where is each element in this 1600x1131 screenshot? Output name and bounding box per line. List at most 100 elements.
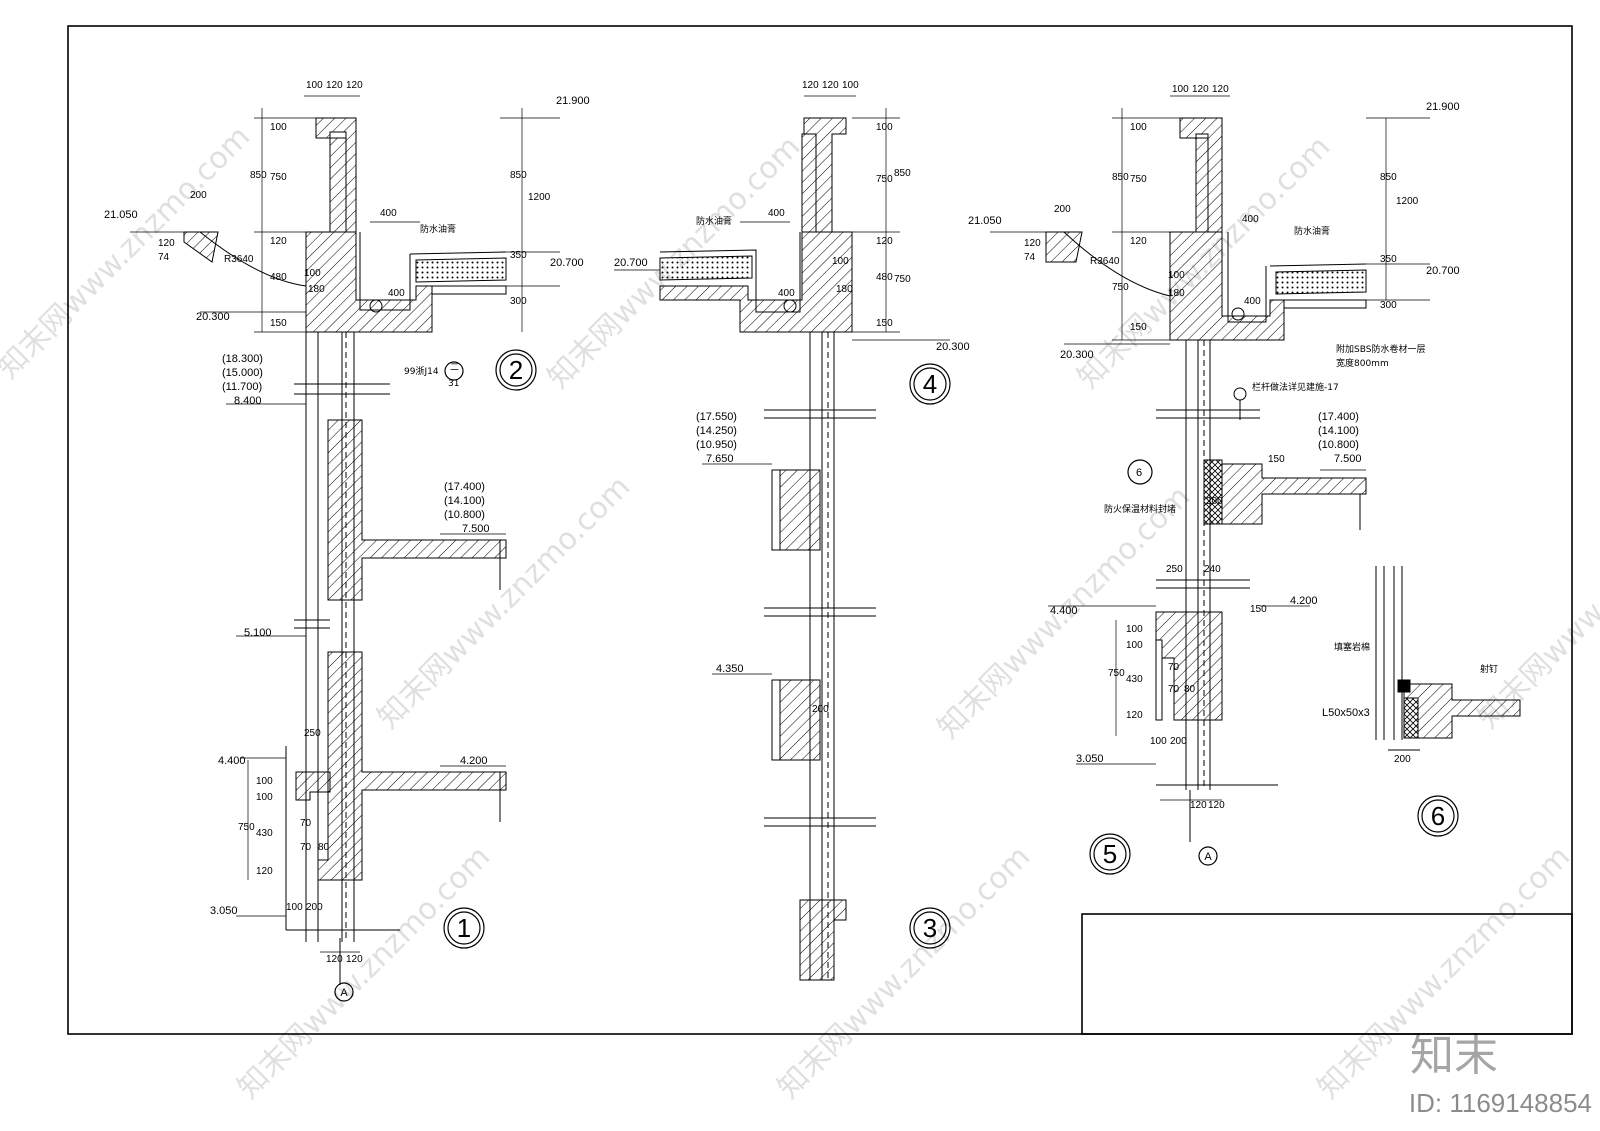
dimension-value: 480 [270,272,287,283]
dimension-value: 200 [1054,204,1071,215]
dimension-value: 150 [270,318,287,329]
dimension-value: 80 [318,842,330,853]
dimension-value: 150 [1130,322,1147,333]
dimension-value: 400 [388,288,405,299]
detail-6-joint [1375,566,1521,751]
dimension-value: 150 [1268,454,1285,465]
dimension-value: 120 [326,80,343,91]
elevation-label: 3.050 [1076,753,1104,765]
dimension-value: 850 [510,170,527,181]
sheet-border [67,25,1573,1035]
dimension-value: 750 [238,822,255,833]
elevation-label: 20.300 [936,341,970,353]
dimension-value: 850 [250,170,267,181]
detail-3-label: 3 [923,913,937,943]
note-text: 99浙J14 [404,365,439,377]
elevation-label: (10.950) [696,439,737,451]
dimension-value: 750 [1108,668,1125,679]
dimension-value: 350 [1380,254,1397,265]
dimension-value: 120 [346,954,363,965]
watermark: 知末网www.znzmo.com [231,839,497,1105]
elevation-label: 7.650 [706,453,734,465]
note-text: 附加SBS防水卷材一层 [1336,343,1425,355]
brand-logo: 知末 [1410,1030,1498,1081]
dimension-value: 250 [304,728,321,739]
elevation-label: 20.300 [196,311,230,323]
watermark: 知末网www.znzmo.com [371,469,637,735]
note-text: 填塞岩棉 [1334,641,1370,653]
dimension-value: 200 [306,902,323,913]
dimension-value: R3640 [224,254,254,265]
dimension-value: 400 [778,288,795,299]
dimension-value: 100 [1126,624,1143,635]
dimension-value: 300 [1380,300,1397,311]
dimension-value: 150 [876,318,893,329]
dimension-value: R3640 [1090,256,1120,267]
dimension-value: 70 [300,818,312,829]
dimension-value: 100 [306,80,323,91]
dimension-value: 480 [876,272,893,283]
elevation-label: 4.200 [1290,595,1318,607]
dimension-value: 120 [326,954,343,965]
dimension-value: 120 [876,236,893,247]
watermark: 知末网www.znzmo.com [1471,469,1600,735]
title-block [1081,913,1573,1035]
detail-4-label: 4 [923,369,937,399]
dimension-value: 120 [1192,84,1209,95]
note-text: 射钉 [1480,663,1498,675]
detail-5-wall-section [1045,117,1367,842]
dimension-value: 100 [1172,84,1189,95]
dimension-value: 100 [1168,270,1185,281]
dimension-value: 70 [300,842,312,853]
dimension-value: 80 [1184,684,1196,695]
note-text: 31 [448,379,459,389]
elevation-label: 20.700 [614,257,648,269]
elevation-label: (17.400) [1318,411,1359,423]
dimension-value: 100 [876,122,893,133]
dimension-value: 100 [842,80,859,91]
dimension-value: 400 [1242,214,1259,225]
dimension-value: 430 [256,828,273,839]
elevation-label: 3.050 [210,905,238,917]
dimension-value: 200 [190,190,207,201]
detail-1-2-wall-section [183,117,507,985]
dimension-value: 200 [1170,736,1187,747]
elevation-label: 21.050 [968,215,1002,227]
dimension-value: 120 [822,80,839,91]
dimension-value: 70 [1168,684,1180,695]
detail-1-label: 1 [457,913,471,943]
dimension-value: 100 [304,268,321,279]
dimension-value: 300 [510,296,527,307]
dimension-value: 120 [1130,236,1147,247]
dimension-value: 100 [1150,736,1167,747]
elevation-label: (11.700) [222,381,262,393]
dimension-value: 100 [256,776,273,787]
dimension-value: 180 [308,284,325,295]
dimension-value: 74 [158,252,170,263]
dimension-value: 850 [1112,172,1129,183]
dimension-value: 120 [1208,800,1225,811]
detail-callouts [334,349,1459,1002]
elevation-label: 21.900 [556,95,590,107]
elevation-label: 7.500 [462,523,490,535]
dimension-value: 120 [1190,800,1207,811]
elevation-label: 21.900 [1426,101,1460,113]
note-text: 二 [450,363,459,373]
dimension-value: 750 [1130,174,1147,185]
note-text: 宽度800mm [1336,357,1389,369]
elevation-label: 4.400 [1050,605,1078,617]
dimension-value: 750 [876,174,893,185]
dimension-value: 200 [1206,496,1223,507]
dimension-value: 750 [894,274,911,285]
elevation-label: (15.000) [222,367,263,379]
note-text: 防水油膏 [1294,225,1330,237]
elevation-label: 5.100 [244,627,272,639]
dimension-value: 430 [1126,674,1143,685]
note-text: 6 [1136,467,1142,479]
note-text: 栏杆做法详见建施-17 [1252,381,1339,393]
dimension-value: 120 [1126,710,1143,721]
document-id: ID: 1169148854 [1409,1088,1592,1118]
dimension-value: 400 [768,208,785,219]
elevation-label: (14.100) [1318,425,1359,437]
dimension-value: 120 [256,866,273,877]
